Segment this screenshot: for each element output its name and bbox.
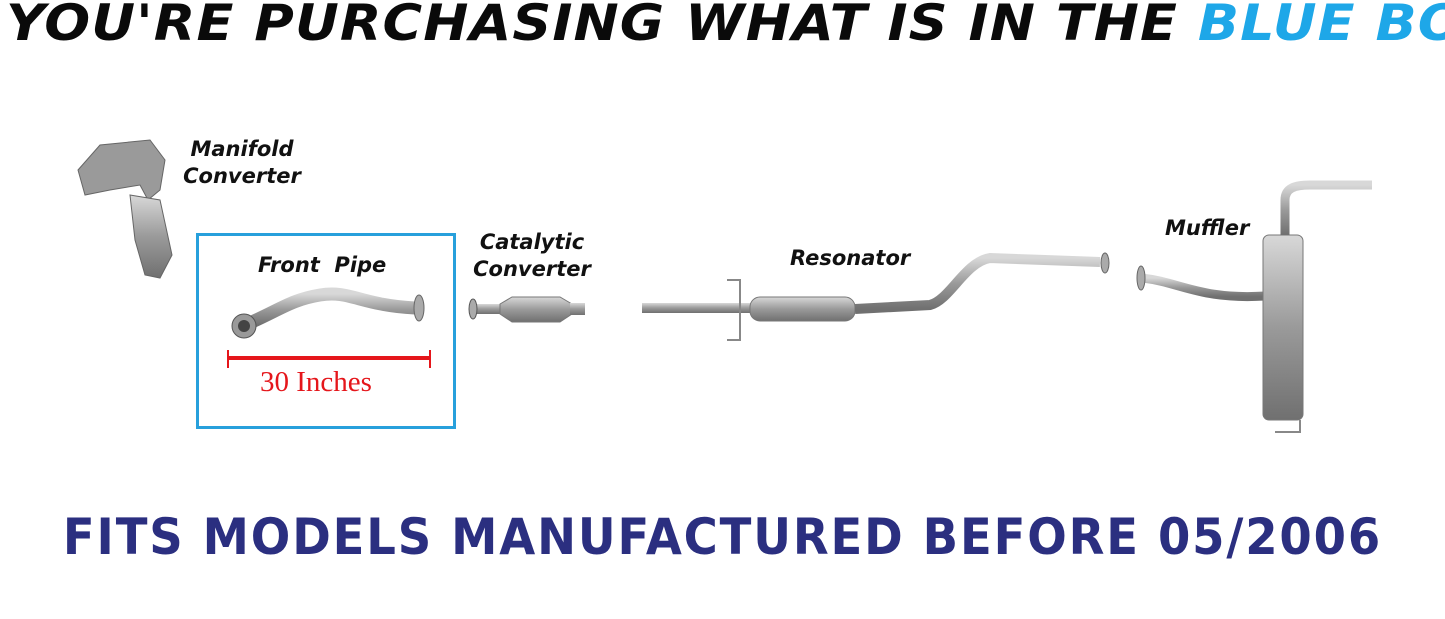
page-title: YOU'RE PURCHASING WHAT IS IN THE BLUE BO… [6,0,1445,52]
muffler-label: Muffler [1165,216,1250,240]
manifold-converter-label: Manifold Converter [183,137,301,188]
manifold-converter-image [77,139,173,279]
muffler-image [1136,180,1372,433]
title-highlight: BLUE BOX [1197,0,1445,52]
title-prefix: YOU'RE PURCHASING WHAT IS IN THE [6,0,1179,52]
length-measurement: 30 Inches [260,366,372,398]
front-pipe-image [227,287,431,368]
front-pipe-label: Front Pipe [258,253,387,277]
resonator-label: Resonator [790,246,911,270]
catalytic-converter-image [468,296,585,323]
fitment-note: FITS MODELS MANUFACTURED BEFORE 05/2006 [62,508,1383,566]
resonator-image [642,252,1110,341]
blue-box-highlight [196,233,456,429]
catalytic-converter-label: Catalytic Converter [473,230,591,281]
